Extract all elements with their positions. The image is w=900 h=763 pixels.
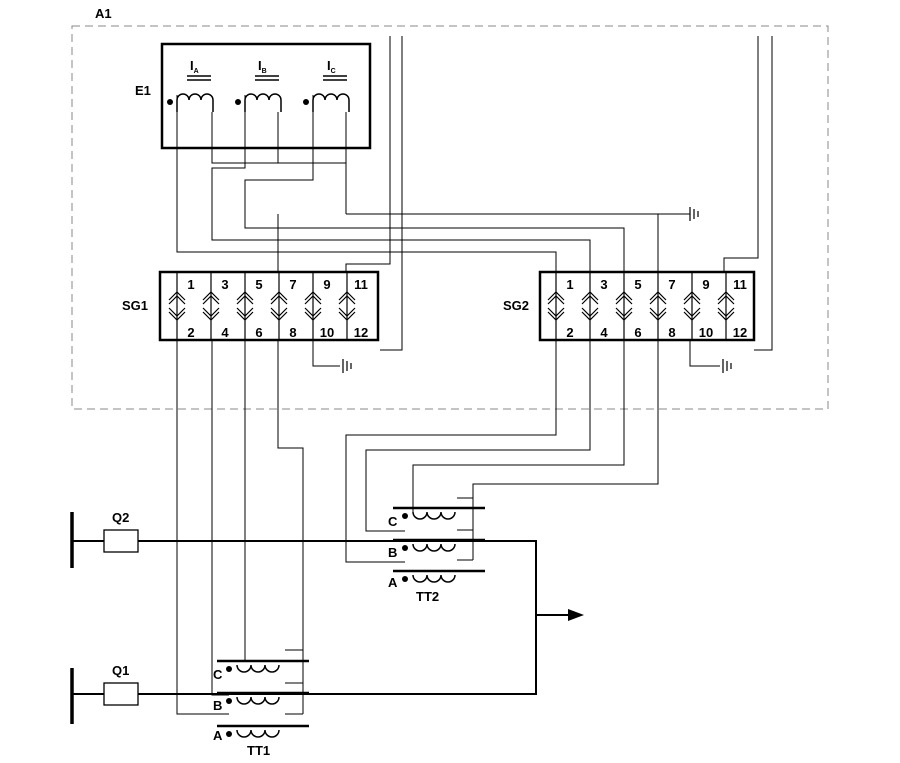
terminal-label: 3 [221,277,228,292]
relay-input-b-label: IB [258,58,267,75]
sg2-label: SG2 [503,298,529,313]
terminal-label: 1 [566,277,573,292]
tt1-secondary-coil [236,664,280,673]
relay-coil-b [244,93,282,112]
terminal-label: 4 [600,325,608,340]
terminal-link-symbol [168,272,186,340]
terminal-label: 3 [600,277,607,292]
breaker-q1 [103,682,139,706]
sg2-block [538,270,756,342]
terminal-label: 2 [187,325,194,340]
terminal-link-symbol [338,272,356,340]
tt1-secondary-coil [236,696,280,705]
tt1-polarity-dot [226,731,232,737]
terminal-label: 10 [699,325,713,340]
terminal-label: 6 [634,325,641,340]
enclosure-a1-border [71,25,829,410]
relay-input-a-label: IA [190,58,199,75]
relay-coil-a-polarity-dot [167,99,173,105]
terminal-label: 12 [354,325,368,340]
terminal-label: 8 [289,325,296,340]
terminal-label: 8 [668,325,675,340]
terminal-label: 5 [634,277,641,292]
ground-symbols [342,207,732,373]
power-circuit [70,512,584,724]
terminal-label: 2 [566,325,573,340]
terminal-label: 5 [255,277,262,292]
tt1-secondary-coil [236,729,280,738]
enclosure-label: A1 [95,6,112,21]
terminal-label: 7 [668,277,675,292]
terminal-label: 1 [187,277,194,292]
terminal-label: 4 [221,325,229,340]
terminal-link-symbol [649,272,667,340]
tt2-secondary-coil [412,543,456,552]
terminal-label: 11 [733,277,747,292]
output-arrow [568,609,584,621]
relay-label: E1 [135,83,151,98]
tt1-phase-a: A [213,728,223,743]
relay-input-c-label: IC [327,58,336,75]
terminal-link-symbol [683,272,701,340]
sg1-label: SG1 [122,298,148,313]
terminal-label: 9 [323,277,330,292]
terminal-link-symbol [236,272,254,340]
ground-icon [722,359,732,373]
relay-coils [167,75,350,112]
terminal-label: 6 [255,325,262,340]
terminal-label: 11 [354,277,368,292]
ct-tt2 [393,506,485,583]
terminal-link-symbol [304,272,322,340]
tt2-polarity-dot [402,545,408,551]
terminal-label: 9 [702,277,709,292]
tt2-label: TT2 [416,589,439,604]
tt2-phase-c: C [388,514,398,529]
relay-coil-c-polarity-dot [303,99,309,105]
terminal-link-symbol [615,272,633,340]
terminal-label: 7 [289,277,296,292]
tt1-polarity-dot [226,666,232,672]
terminal-link-symbol [547,272,565,340]
breaker-q2 [103,529,139,553]
relay-coil-b-polarity-dot [235,99,241,105]
ground-icon [689,207,699,221]
tt1-phase-c: C [213,667,223,682]
sg1-block [158,270,380,342]
tt1-phase-b: B [213,698,222,713]
tt2-secondary-coil [412,574,456,583]
ground-icon [342,359,352,373]
tt1-label: TT1 [247,743,270,758]
breaker-q2-label: Q2 [112,510,129,525]
tt2-phase-a: A [388,575,398,590]
terminal-link-symbol [202,272,220,340]
terminal-link-symbol [581,272,599,340]
relay-coil-c [312,93,350,112]
tt2-secondary-coil [412,511,456,520]
tt1-polarity-dot [226,698,232,704]
terminal-link-symbol [717,272,735,340]
ct-tt1 [217,659,309,738]
breaker-q1-label: Q1 [112,663,129,678]
terminal-label: 12 [733,325,747,340]
tt2-phase-b: B [388,545,397,560]
terminal-link-symbol [270,272,288,340]
relay-coil-a [176,93,214,112]
tt2-polarity-dot [402,576,408,582]
tt2-polarity-dot [402,513,408,519]
terminal-label: 10 [320,325,334,340]
